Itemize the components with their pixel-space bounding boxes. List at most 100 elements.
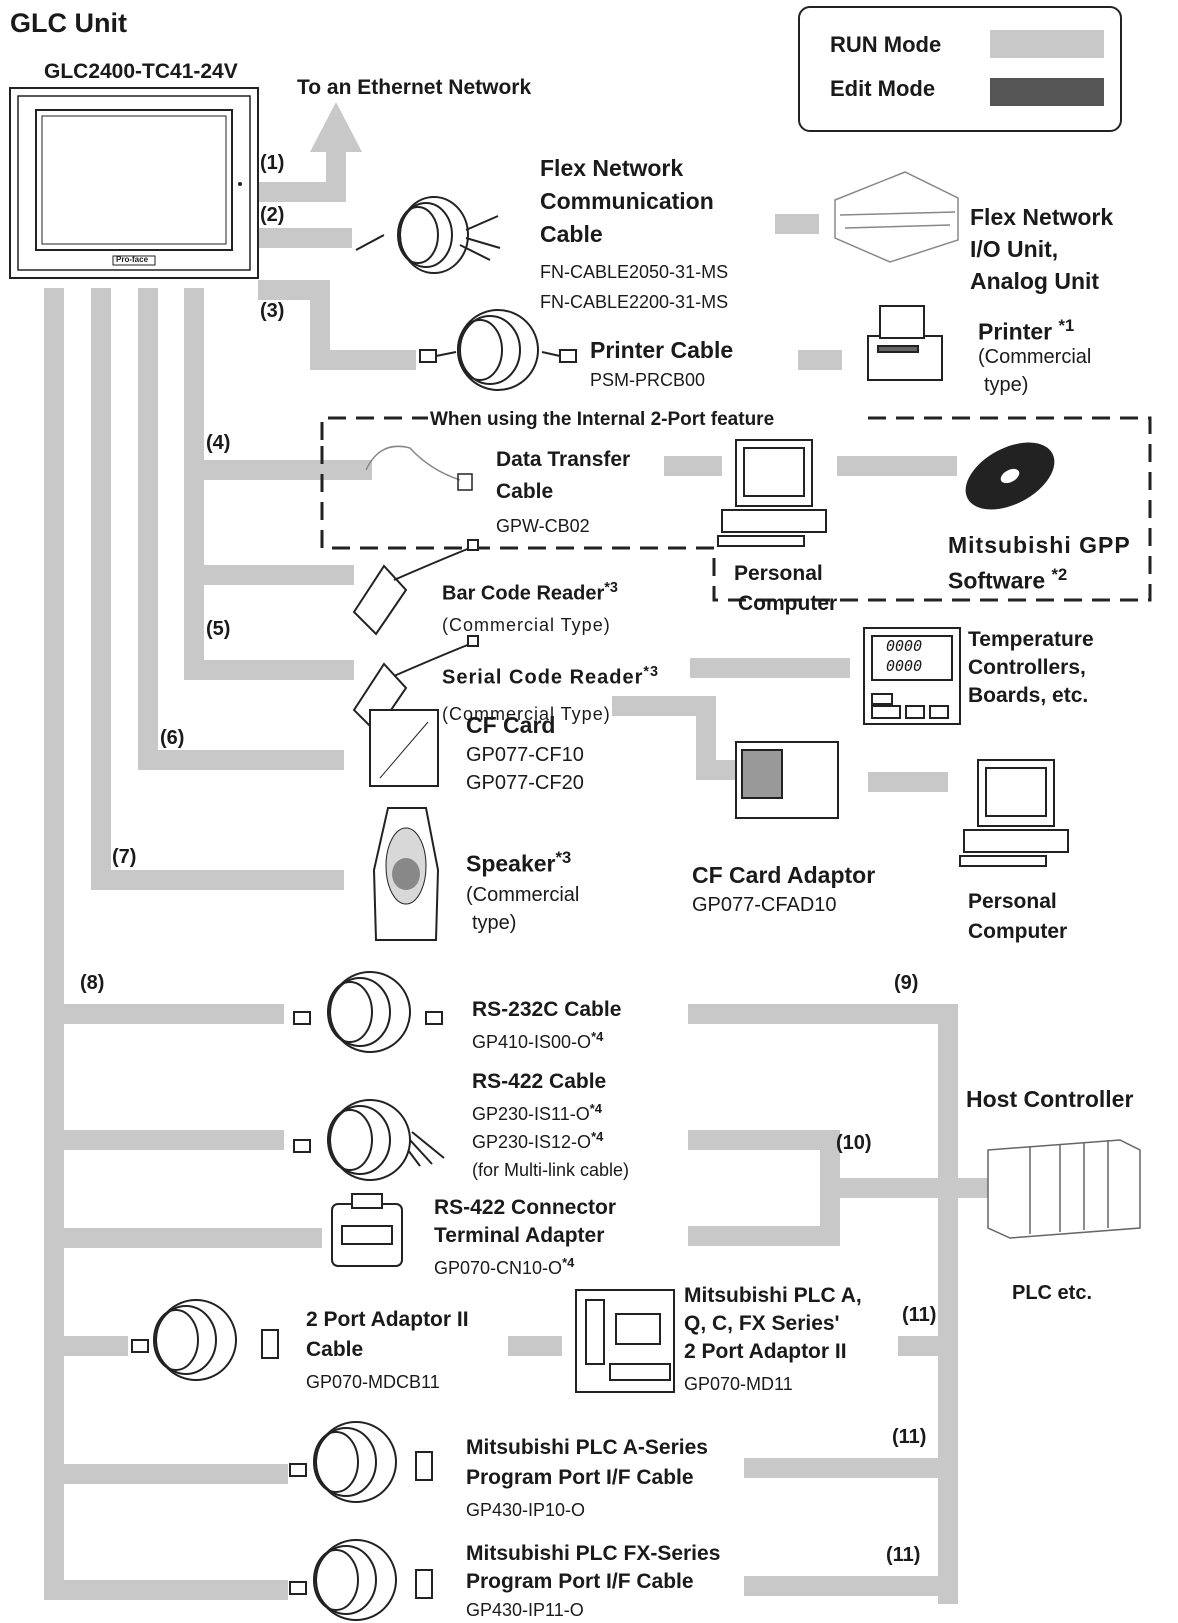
flex-cable-name-1: Flex Network (540, 155, 684, 181)
legend-edit-swatch (990, 78, 1104, 106)
port-1: (1) (260, 152, 285, 174)
ethernet-label: To an Ethernet Network (297, 76, 532, 99)
temp-display-2: 0000 (886, 657, 923, 675)
rs422-name: RS-422 Cable (472, 1070, 607, 1093)
flex-unit-l2: I/O Unit, (970, 236, 1059, 262)
unit-title: GLC Unit (10, 8, 127, 38)
two-port-cable-l1: 2 Port Adaptor II (306, 1308, 469, 1331)
port-11-b: (11) (892, 1426, 927, 1448)
pc2-l1: Personal (968, 890, 1057, 913)
temp-display-1: 0000 (886, 637, 923, 655)
port-3: (3) (260, 300, 285, 322)
a-series-pn: GP430-IP10-O (466, 1500, 586, 1520)
two-port-adaptor-l1: Mitsubishi PLC A, (684, 1284, 862, 1307)
legend-run-swatch (990, 30, 1104, 58)
rs422-note-2: *4 (591, 1129, 604, 1144)
speaker-note: *3 (555, 848, 572, 867)
rs422-desc: (for Multi-link cable) (472, 1160, 630, 1180)
gpp-l1: Mitsubishi GPP (948, 532, 1131, 558)
flex-cable-icon (355, 196, 501, 274)
rs232-pn: GP410-IS00-O*4 (472, 1029, 604, 1052)
two-port-cable-pn: GP070-MDCB11 (306, 1372, 440, 1392)
printer-note: *1 (1058, 316, 1075, 335)
speaker-icon (372, 807, 440, 941)
rs422-pn2: GP230-IS12-O*4 (472, 1129, 604, 1152)
serial-code-reader-icon (352, 635, 479, 734)
unit-model: GLC2400-TC41-24V (44, 60, 238, 83)
flex-cable-pn-1: FN-CABLE2050-31-MS (540, 262, 729, 282)
flex-unit-l3: Analog Unit (970, 268, 1100, 294)
run-mode-bars (44, 102, 988, 1604)
mode-legend: RUN Mode Edit Mode (798, 6, 1122, 132)
rs422-pn1: GP230-IS11-O*4 (472, 1101, 602, 1124)
barcode-name: Bar Code Reader*3 (442, 580, 618, 605)
barcode-type: (Commercial Type) (442, 615, 611, 635)
speaker-type-1: (Commercial (466, 884, 580, 906)
flex-unit-l1: Flex Network (970, 204, 1114, 230)
cf-card-pn1: GP077-CF10 (466, 744, 584, 766)
two-port-cable-icon (131, 1299, 279, 1381)
rs422-adapter-l1: RS-422 Connector (434, 1196, 617, 1219)
rs422-adapter-icon (331, 1193, 403, 1267)
flex-unit-icon (834, 171, 959, 263)
port-5: (5) (206, 618, 231, 640)
printer-cable-pn: PSM-PRCB00 (590, 370, 706, 390)
two-port-adaptor-l2: Q, C, FX Series' (684, 1312, 840, 1335)
data-transfer-cable-icon (365, 445, 473, 491)
cf-card-adaptor-icon (735, 741, 839, 819)
gpp-note: *2 (1051, 565, 1068, 584)
bar-code-reader-icon (352, 539, 479, 636)
printer-type-2: type) (984, 374, 1029, 396)
two-port-dashed-box (320, 416, 1152, 602)
rs232-note: *4 (591, 1029, 604, 1044)
rs422-adapter-pn: GP070-CN10-O*4 (434, 1255, 575, 1278)
printer-cable-icon (419, 309, 577, 391)
rs422-note-1: *4 (589, 1101, 602, 1116)
a-series-l2: Program Port I/F Cable (466, 1466, 694, 1489)
cf-adaptor-name: CF Card Adaptor (692, 862, 876, 888)
port-7: (7) (112, 846, 137, 868)
two-port-adaptor-l3: 2 Port Adaptor II (684, 1340, 847, 1363)
fx-series-l1: Mitsubishi PLC FX-Series (466, 1542, 721, 1565)
port-10: (10) (836, 1132, 872, 1154)
speaker-name: Speaker*3 (466, 848, 572, 877)
port-8: (8) (80, 972, 105, 994)
serialcode-type: (Commercial Type) (442, 704, 611, 724)
cf-card-icon (369, 709, 439, 787)
pc1-l2: Computer (738, 592, 838, 615)
data-transfer-l1: Data Transfer (496, 448, 631, 471)
flex-cable-name-3: Cable (540, 221, 603, 247)
port-11-c: (11) (886, 1544, 921, 1566)
printer-type-1: (Commercial (978, 346, 1092, 368)
cf-adaptor-pn: GP077-CFAD10 (692, 894, 837, 916)
port-9: (9) (894, 972, 919, 994)
rs422-cable-icon (293, 1099, 445, 1181)
fx-series-cable-icon (289, 1539, 433, 1621)
temp-l1: Temperature (968, 628, 1094, 651)
rs232-cable-icon (293, 971, 443, 1053)
gpp-software-cd-icon (965, 442, 1055, 510)
flex-cable-name-2: Communication (540, 188, 714, 214)
temp-l2: Controllers, (968, 656, 1086, 679)
cf-card-pn2: GP077-CF20 (466, 772, 584, 794)
two-port-adaptor-pn: GP070-MD11 (684, 1374, 793, 1394)
flex-cable-pn-2: FN-CABLE2200-31-MS (540, 292, 729, 312)
personal-computer-icon (717, 439, 827, 547)
port-6: (6) (160, 727, 185, 749)
speaker-type-2: type) (472, 912, 517, 934)
legend-run-label: RUN Mode (830, 32, 942, 57)
host-name: Host Controller (966, 1086, 1134, 1112)
serialcode-name: Serial Code Reader*3 (442, 664, 660, 689)
barcode-note: *3 (604, 580, 618, 596)
two-port-adaptor-icon (575, 1289, 675, 1393)
a-series-cable-icon (289, 1421, 433, 1503)
unit-logo: Pro-face (116, 255, 149, 264)
plc-icon (987, 1139, 1141, 1239)
port-4: (4) (206, 432, 231, 454)
glc-unit-icon (9, 87, 259, 279)
a-series-l1: Mitsubishi PLC A-Series (466, 1436, 708, 1459)
legend-edit-label: Edit Mode (830, 76, 936, 101)
serialcode-note: *3 (643, 664, 660, 680)
